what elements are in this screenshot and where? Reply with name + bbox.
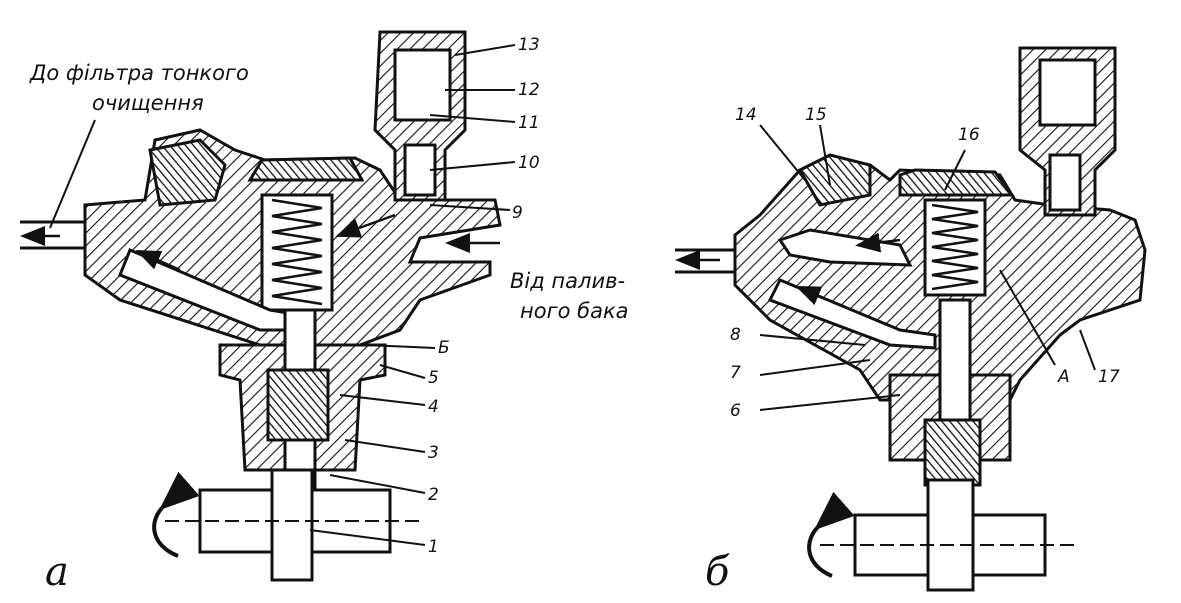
part-labels-a: 13 12 11 10 9 Б 5 4 3 2 1 xyxy=(428,35,540,557)
to-filter-line2: очищення xyxy=(92,91,204,115)
from-tank-line1: Від палив- xyxy=(510,269,625,293)
rotation-arrow-b xyxy=(807,491,855,578)
label-7: 7 xyxy=(730,363,741,383)
part-labels-b: 14 15 16 8 7 6 А 17 xyxy=(730,105,1120,421)
panel-label-a: а xyxy=(45,549,69,595)
spring-b xyxy=(931,203,979,291)
pump-b-drawing xyxy=(675,46,1147,592)
label-4: 4 xyxy=(428,397,439,417)
label-2: 2 xyxy=(428,485,439,505)
annotations: До фільтра тонкого очищення Від палив- н… xyxy=(29,61,629,323)
screw-a xyxy=(266,368,330,442)
valve-stem-b xyxy=(1048,153,1082,212)
label-11: 11 xyxy=(518,113,540,133)
label-16: 16 xyxy=(958,125,980,145)
label-1: 1 xyxy=(428,537,439,557)
label-A: А xyxy=(1057,367,1070,387)
drive-key-b xyxy=(926,478,975,592)
plunger-a xyxy=(393,48,452,122)
valve-stem-a xyxy=(403,143,437,197)
cover-cap-a xyxy=(247,156,365,182)
screw-b xyxy=(923,418,982,487)
leader-lines-a xyxy=(49,44,516,546)
label-12: 12 xyxy=(518,80,540,100)
to-filter-line1: До фільтра тонкого xyxy=(29,61,249,85)
label-3: 3 xyxy=(428,443,439,463)
inlet-channel-b xyxy=(777,228,913,267)
label-6: 6 xyxy=(730,401,741,421)
leader-lines-b xyxy=(759,124,1096,411)
label-15: 15 xyxy=(805,105,827,125)
label-8: 8 xyxy=(730,325,741,345)
label-13: 13 xyxy=(518,35,540,55)
flow-arrows-a xyxy=(20,213,500,272)
flow-arrows-b xyxy=(675,232,901,307)
pump-a-drawing xyxy=(20,30,502,582)
plunger-b xyxy=(1038,58,1097,127)
cover-cap-b xyxy=(898,168,1015,197)
label-B: Б xyxy=(438,338,450,358)
from-tank-line2: ного бака xyxy=(520,299,629,323)
spring-a xyxy=(271,198,323,306)
label-5: 5 xyxy=(428,368,439,388)
drive-key-a xyxy=(270,468,314,582)
rotation-arrow-a xyxy=(152,471,200,558)
panel-label-b: б xyxy=(705,549,730,595)
label-9: 9 xyxy=(512,203,523,223)
label-17: 17 xyxy=(1098,367,1120,387)
label-10: 10 xyxy=(518,153,540,173)
valve-body-a xyxy=(148,138,227,207)
label-14: 14 xyxy=(735,105,757,125)
